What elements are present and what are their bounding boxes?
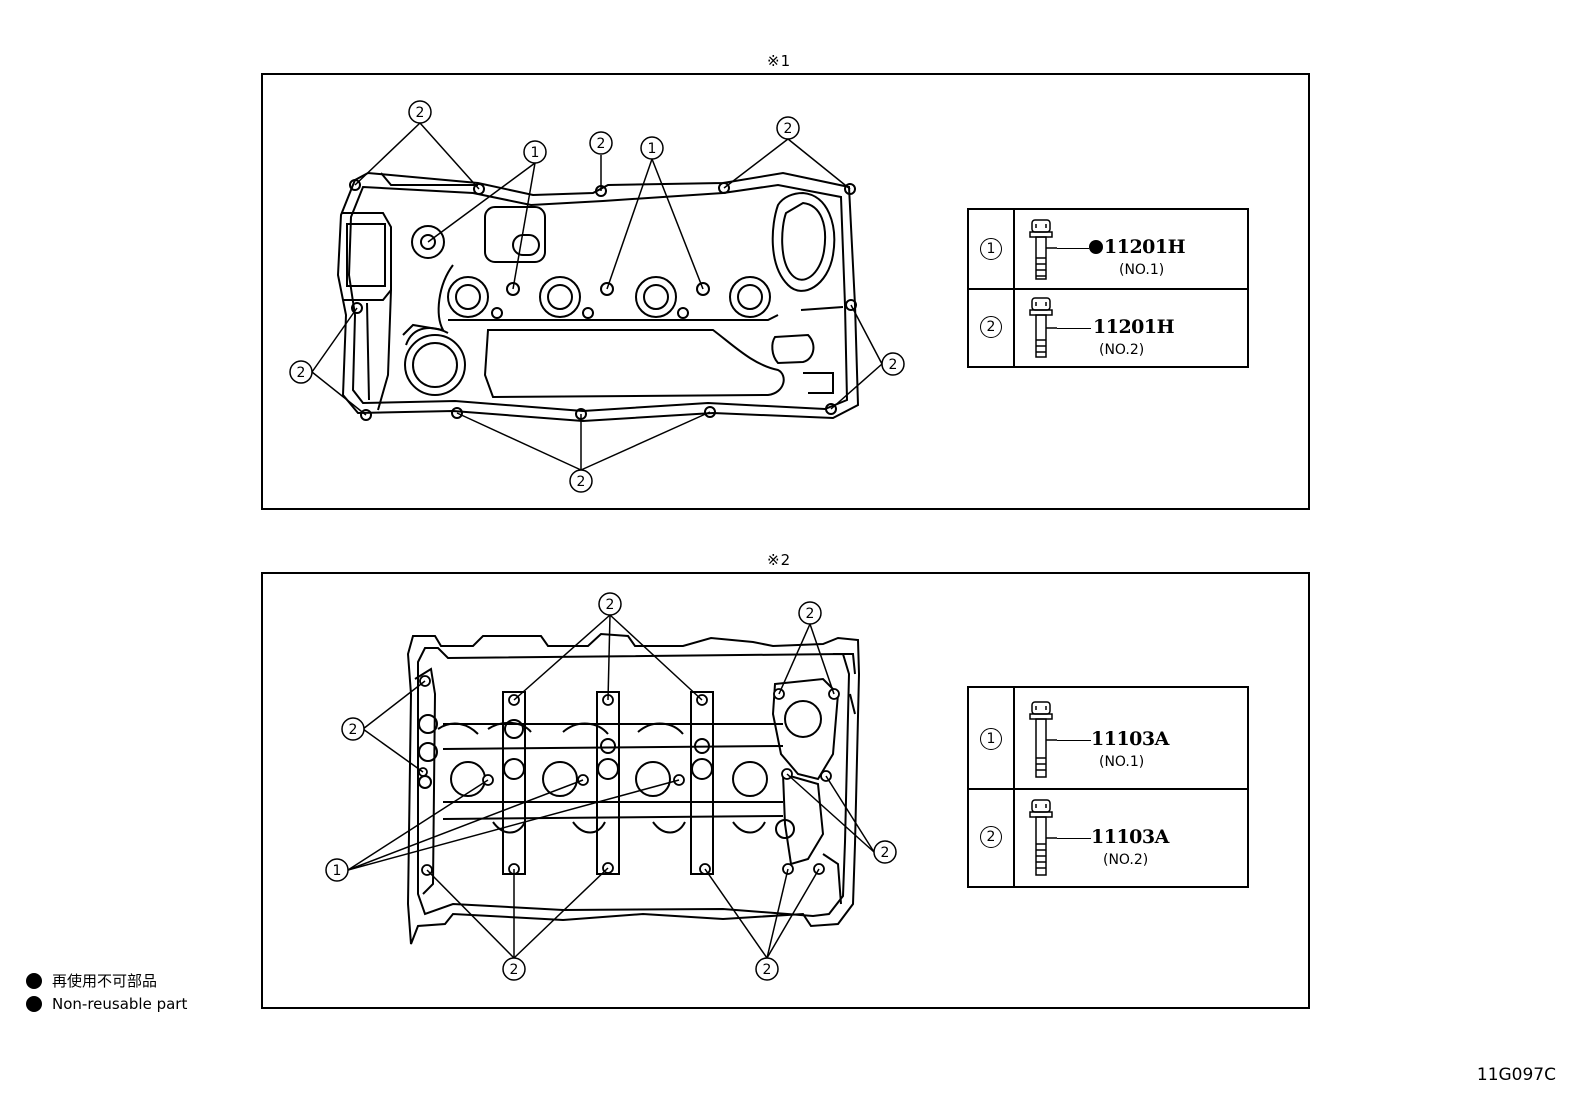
figure-id: 11G097C: [1476, 1065, 1556, 1085]
callout-2-left: 2: [289, 360, 313, 384]
bolt-icon: [1029, 219, 1057, 280]
svg-text:1: 1: [648, 141, 657, 157]
bolt-icon: [1029, 297, 1057, 358]
panel-1-title: ※1: [767, 52, 792, 70]
callout-2-top-center: 2: [589, 131, 613, 155]
bolt-sub-label: (NO.1): [1099, 754, 1145, 770]
svg-text:2: 2: [784, 121, 793, 137]
cam-housing-drawing: 2 1 2 1 2 2 2 2: [289, 100, 905, 493]
callout-2-left: 2: [341, 717, 365, 741]
footnote-en: Non-reusable part: [26, 995, 187, 1013]
callout-2-top-center: 2: [598, 592, 622, 616]
svg-text:2: 2: [806, 606, 815, 622]
svg-text:2: 2: [349, 722, 358, 738]
bolt-legend-row: 2 11103A (NO.2): [969, 788, 1247, 886]
callout-2-right: 2: [873, 840, 897, 864]
bolt-legend-row: 1 11103A (NO.1): [969, 688, 1247, 790]
bolt-number: 2: [980, 826, 1002, 848]
non-reusable-dot-icon: [26, 973, 42, 989]
non-reusable-dot-icon: [1089, 240, 1103, 254]
callout-1-top-left: 1: [523, 140, 547, 164]
bolt-code: 11103A: [1091, 826, 1169, 848]
svg-text:1: 1: [333, 863, 342, 879]
callout-1-top-center: 1: [640, 136, 664, 160]
bolt-legend-row: 1 11201H (NO.1): [969, 210, 1247, 290]
bolt-number: 1: [980, 728, 1002, 750]
bolt-icon: [1029, 799, 1057, 876]
svg-text:1: 1: [531, 145, 540, 161]
bolt-number: 2: [980, 316, 1002, 338]
callout-2-bottom-right: 2: [755, 957, 779, 981]
bolt-code: 11103A: [1091, 728, 1169, 750]
bolt-icon: [1029, 701, 1057, 778]
svg-text:2: 2: [297, 365, 306, 381]
callout-2-bottom: 2: [569, 469, 593, 493]
svg-text:2: 2: [889, 357, 898, 373]
svg-text:2: 2: [763, 962, 772, 978]
bolt-legend-row: 2 11201H (NO.2): [969, 288, 1247, 366]
callout-2-top-left: 2: [408, 100, 432, 124]
svg-text:2: 2: [416, 105, 425, 121]
bolt-code: 11201H: [1093, 316, 1175, 338]
footnote-jp: 再使用不可部品: [26, 970, 157, 991]
bolt-sub-label: (NO.2): [1103, 852, 1149, 868]
svg-text:2: 2: [881, 845, 890, 861]
callout-1-left: 1: [325, 858, 349, 882]
callout-2-top-right: 2: [798, 601, 822, 625]
svg-text:2: 2: [597, 136, 606, 152]
footnote-en-text: Non-reusable part: [52, 995, 188, 1013]
svg-text:2: 2: [510, 962, 519, 978]
bolt-sub-label: (NO.1): [1119, 262, 1165, 278]
panel-1: 2 1 2 1 2 2 2 2: [261, 73, 1310, 510]
bolt-legend-table-1: 1 11201H (NO.1) 2: [967, 208, 1249, 368]
cylinder-head-drawing: 2 2 2 1 2 2 2: [325, 592, 897, 981]
footnote-jp-text: 再使用不可部品: [52, 972, 158, 990]
callout-2-bottom-left: 2: [502, 957, 526, 981]
bolt-sub-label: (NO.2): [1099, 342, 1145, 358]
callout-2-right: 2: [881, 352, 905, 376]
bolt-legend-table-2: 1 11103A (NO.1) 2: [967, 686, 1249, 888]
bolt-code: 11201H: [1104, 236, 1186, 258]
svg-text:2: 2: [577, 474, 586, 490]
non-reusable-dot-icon: [26, 996, 42, 1012]
svg-text:2: 2: [606, 597, 615, 613]
panel-2-title: ※2: [767, 551, 792, 569]
panel-2: 2 2 2 1 2 2 2 1: [261, 572, 1310, 1009]
callout-2-top-right: 2: [776, 116, 800, 140]
bolt-number: 1: [980, 238, 1002, 260]
